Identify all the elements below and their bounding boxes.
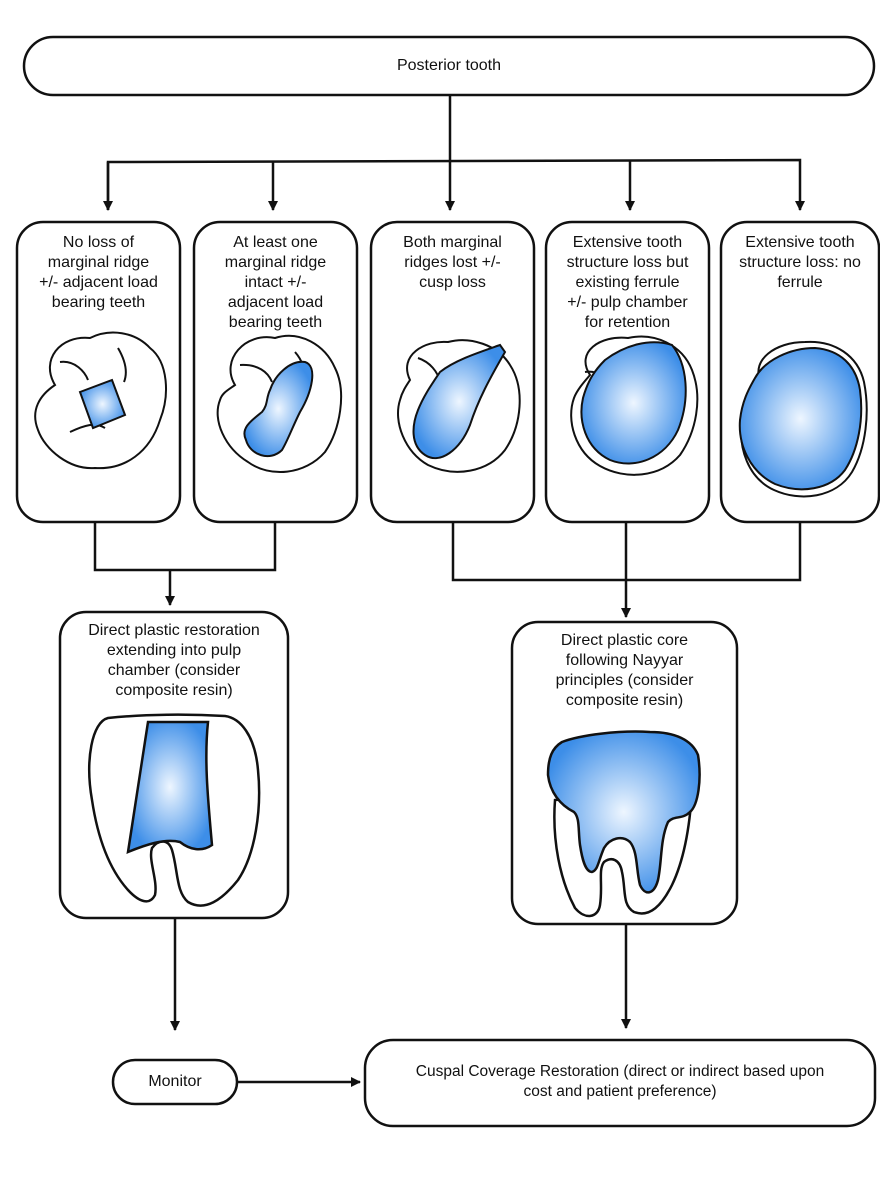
cuspal-line-1: Cuspal Coverage Restoration (direct or i…	[367, 1062, 873, 1082]
category-1-line-3: +/- adjacent load	[20, 273, 177, 293]
category-4-line-1: Extensive tooth	[549, 233, 706, 253]
category-label-2: At least one marginal ridge intact +/- a…	[197, 233, 354, 333]
direct-plastic-line-4: composite resin)	[62, 681, 286, 701]
root-label: Posterior tooth	[24, 56, 874, 76]
category-connectors	[95, 522, 800, 617]
category-2-line-4: adjacent load	[197, 293, 354, 313]
category-5-line-3: ferrule	[723, 273, 877, 293]
category-2-line-1: At least one	[197, 233, 354, 253]
category-1-line-4: bearing teeth	[20, 293, 177, 313]
cuspal-line-2: cost and patient preference)	[367, 1082, 873, 1102]
category-4-line-5: for retention	[549, 313, 706, 333]
category-3-line-2: ridges lost +/-	[374, 253, 531, 273]
category-2-line-3: intact +/-	[197, 273, 354, 293]
category-1-line-2: marginal ridge	[20, 253, 177, 273]
direct-core-line-3: principles (consider	[514, 671, 735, 691]
treatment-label-direct-plastic: Direct plastic restoration extending int…	[62, 621, 286, 701]
root-connectors	[108, 95, 800, 210]
category-5-line-2: structure loss: no	[723, 253, 877, 273]
direct-core-line-2: following Nayyar	[514, 651, 735, 671]
direct-core-line-1: Direct plastic core	[514, 631, 735, 651]
direct-core-line-4: composite resin)	[514, 691, 735, 711]
cuspal-label: Cuspal Coverage Restoration (direct or i…	[367, 1062, 873, 1102]
category-2-line-2: marginal ridge	[197, 253, 354, 273]
treatment-label-direct-core: Direct plastic core following Nayyar pri…	[514, 631, 735, 711]
category-3-line-1: Both marginal	[374, 233, 531, 253]
category-2-line-5: bearing teeth	[197, 313, 354, 333]
tooth-occlusal-2	[218, 336, 341, 472]
tooth-occlusal-3	[398, 340, 520, 472]
category-1-line-1: No loss of	[20, 233, 177, 253]
monitor-label: Monitor	[113, 1072, 237, 1092]
category-4-line-3: existing ferrule	[549, 273, 706, 293]
direct-plastic-line-3: chamber (consider	[62, 661, 286, 681]
direct-plastic-line-1: Direct plastic restoration	[62, 621, 286, 641]
category-label-1: No loss of marginal ridge +/- adjacent l…	[20, 233, 177, 313]
category-5-line-1: Extensive tooth	[723, 233, 877, 253]
category-4-line-4: +/- pulp chamber	[549, 293, 706, 313]
category-label-3: Both marginal ridges lost +/- cusp loss	[374, 233, 531, 293]
category-3-line-3: cusp loss	[374, 273, 531, 293]
direct-plastic-line-2: extending into pulp	[62, 641, 286, 661]
tooth-occlusal-5	[740, 342, 867, 497]
category-label-5: Extensive tooth structure loss: no ferru…	[723, 233, 877, 293]
category-label-4: Extensive tooth structure loss but exist…	[549, 233, 706, 333]
category-4-line-2: structure loss but	[549, 253, 706, 273]
tooth-occlusal-4	[571, 337, 697, 475]
